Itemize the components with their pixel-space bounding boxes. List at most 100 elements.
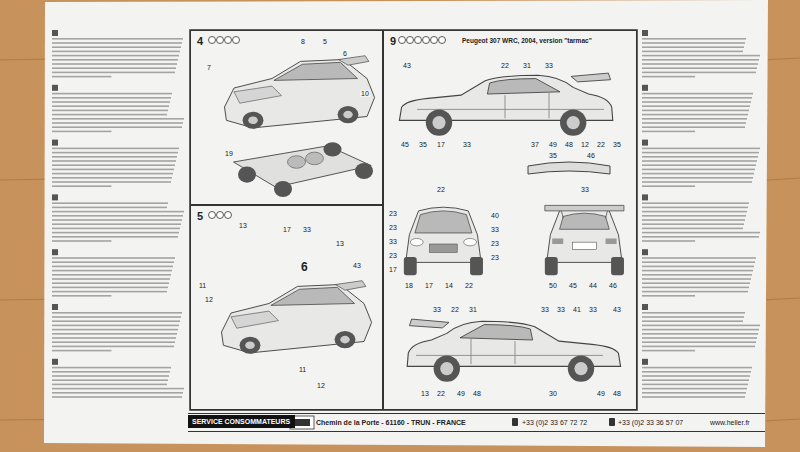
callout-number: 43: [352, 262, 362, 269]
car-body: [225, 56, 375, 129]
text-line: [642, 350, 695, 352]
text-line: [52, 320, 180, 322]
callout-number: 33: [388, 238, 398, 245]
text-line: [642, 329, 759, 331]
text-line: [642, 320, 743, 322]
text-line: [52, 181, 171, 183]
callout-number: 23: [490, 240, 500, 247]
text-line: [52, 160, 176, 162]
text-line: [52, 118, 184, 120]
text-line: [52, 101, 170, 103]
contact-text: +33 (0)2 33 36 57 07: [618, 419, 683, 427]
text-line: [642, 337, 757, 339]
text-line: [642, 228, 743, 230]
text-line: [642, 85, 648, 91]
callout-number: 40: [490, 212, 500, 219]
text-line: [642, 346, 755, 348]
callout-number: 17: [424, 282, 434, 289]
text-line: [52, 228, 180, 230]
text-line: [642, 295, 695, 297]
text-line: [52, 110, 168, 112]
text-line: [52, 384, 167, 386]
text-line: [642, 375, 750, 377]
text-line: [642, 63, 758, 65]
text-line: [642, 274, 752, 276]
text-line: [642, 392, 746, 394]
callout-number: 46: [586, 152, 596, 159]
text-line: [52, 312, 182, 314]
service-title: SERVICE CONSOMMATEURS: [192, 418, 290, 426]
text-line: [642, 236, 759, 238]
callout-number: 45: [568, 282, 578, 289]
text-line: [52, 261, 174, 263]
text-line: [52, 274, 171, 276]
brand-logo: [294, 419, 310, 426]
text-line: [52, 46, 181, 48]
text-line: [52, 240, 111, 242]
text-line: [52, 232, 179, 234]
text-line: [642, 304, 648, 310]
text-line: [642, 46, 744, 48]
text-line: [52, 236, 178, 238]
text-line: [52, 388, 184, 390]
text-line: [642, 270, 753, 272]
text-line: [52, 185, 111, 187]
callout-number: 33: [432, 306, 442, 313]
text-line: [52, 371, 170, 373]
callout-number: 50: [548, 282, 558, 289]
text-line: [642, 55, 760, 57]
car-front-view: [404, 207, 483, 275]
text-line: [52, 346, 174, 348]
callout-number: 33: [302, 226, 312, 233]
text-line: [642, 291, 748, 293]
text-line: [52, 325, 179, 327]
text-line: [642, 232, 760, 234]
text-line: [52, 359, 58, 365]
text-line: [642, 211, 747, 213]
text-line: [642, 42, 745, 44]
phone-icon: [512, 418, 518, 426]
car-side-view: [399, 73, 612, 136]
callout-number: 49: [596, 390, 606, 397]
paper-sheet: [44, 0, 768, 447]
callout-number: 22: [464, 282, 474, 289]
text-line: [642, 249, 648, 255]
roof-wing: [528, 162, 610, 174]
callout-number: 22: [436, 390, 446, 397]
callout-number: 33: [540, 306, 550, 313]
text-line: [52, 126, 182, 128]
text-line: [52, 30, 58, 36]
text-line: [642, 312, 745, 314]
text-line: [52, 63, 177, 65]
text-columns: [52, 30, 760, 398]
callout-number: 12: [316, 382, 326, 389]
text-line: [642, 173, 754, 175]
callout-number: 49: [456, 390, 466, 397]
callout-number: 41: [572, 306, 582, 313]
step-number: 5: [197, 210, 203, 222]
text-line: [642, 261, 755, 263]
text-line: [642, 59, 759, 61]
text-line: [52, 51, 180, 53]
text-line: [52, 76, 111, 78]
text-line: [52, 105, 169, 107]
text-line: [642, 110, 749, 112]
callout-number: 22: [500, 62, 510, 69]
callout-number: 35: [548, 152, 558, 159]
callout-number: 31: [522, 62, 532, 69]
callout-number: 22: [450, 306, 460, 313]
callout-number: 7: [206, 64, 212, 71]
step-panel: 4: [190, 30, 383, 205]
text-line: [52, 211, 184, 213]
callout-number: 33: [490, 226, 500, 233]
callout-number: 49: [548, 141, 558, 148]
text-line: [642, 202, 749, 204]
text-line: [52, 164, 175, 166]
callout-number: 48: [612, 390, 622, 397]
callout-number: 6: [342, 50, 348, 57]
callout-number: 31: [468, 306, 478, 313]
text-line: [642, 105, 750, 107]
text-line: [52, 249, 58, 255]
text-line: [52, 169, 174, 171]
